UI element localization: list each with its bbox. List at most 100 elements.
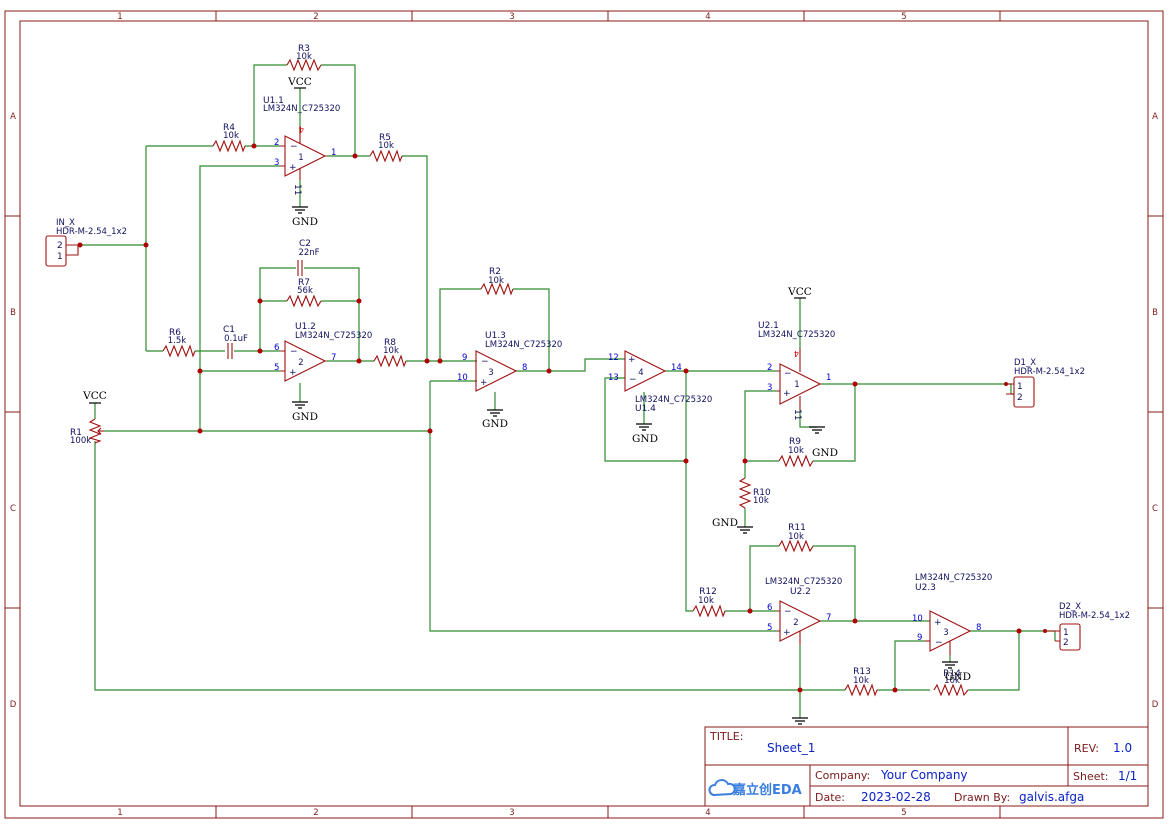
r8-ref: R8 <box>384 338 396 348</box>
gnd-r10: GND <box>712 517 753 534</box>
svg-text:−: − <box>290 347 298 357</box>
d2-x-connector[interactable]: D2_X HDR-M-2.54_1x2 1 2 <box>1045 602 1130 651</box>
u2-1-pin-inv: 2 <box>767 363 772 373</box>
u2-2-pin-non: 5 <box>767 623 772 633</box>
frame-col-4-top: 4 <box>705 12 710 22</box>
drawing-frame: 1 2 3 4 5 1 2 3 4 5 A B C D A B C D <box>4 10 1164 819</box>
frame-col-4-bottom: 4 <box>705 808 710 818</box>
c2-value: 22nF <box>298 248 319 258</box>
gnd-u1-4-label: GND <box>632 433 658 445</box>
resistor-r7[interactable]: R7 56k <box>286 278 322 308</box>
svg-text:+: + <box>628 355 636 365</box>
d1-x-pin2: 2 <box>1017 393 1023 403</box>
frame-row-a-right: A <box>1152 112 1158 122</box>
frame-col-2-top: 2 <box>313 12 318 22</box>
resistor-r14[interactable]: R14 10k <box>933 669 969 697</box>
u2-1-pin-vcc: 4 <box>794 349 799 358</box>
frame-row-a-left: A <box>10 112 16 122</box>
frame-col-5-top: 5 <box>901 12 906 22</box>
u1-3-ref: U1.3 <box>485 331 506 341</box>
opamp-u2-2[interactable]: − + 2 6 5 7 LM324N_C725320 U2.2 <box>765 577 842 645</box>
r10-value: 10k <box>753 496 769 506</box>
svg-text:−: − <box>481 357 489 367</box>
u1-2-unit: 2 <box>298 358 303 368</box>
in-x-connector[interactable]: IN_X HDR-M-2.54_1x2 2 1 <box>45 218 127 267</box>
r12-ref: R12 <box>699 587 717 597</box>
gnd-u1-3-label: GND <box>482 418 508 430</box>
opamp-u1-2[interactable]: − + 2 6 5 7 U1.2 LM324N_C725320 <box>274 322 372 382</box>
svg-text:+: + <box>934 618 942 628</box>
d1-x-connector[interactable]: D1_X HDR-M-2.54_1x2 1 2 <box>1006 358 1085 408</box>
potentiometer-r1[interactable]: R1 100k <box>70 418 104 446</box>
c1-ref: C1 <box>223 325 235 335</box>
r14-ref: R14 <box>943 669 961 679</box>
svg-text:+: + <box>783 389 791 399</box>
u2-2-value: LM324N_C725320 <box>765 577 842 587</box>
u2-2-ref: U2.2 <box>790 587 811 597</box>
resistor-r3[interactable]: R3 10k <box>286 44 322 72</box>
rev-value: 1.0 <box>1113 741 1132 755</box>
frame-col-1-bottom: 1 <box>117 808 122 818</box>
resistor-r11[interactable]: R11 10k <box>778 523 814 553</box>
resistor-r12[interactable]: R12 10k <box>692 587 726 618</box>
d2-x-ref: D2_X <box>1059 602 1081 612</box>
resistor-r10[interactable]: R10 10k <box>738 477 771 509</box>
r4-ref: R4 <box>223 123 235 133</box>
u1-4-pin-non: 12 <box>608 353 619 363</box>
u2-3-unit: 3 <box>943 628 948 638</box>
frame-col-1-top: 1 <box>117 12 122 22</box>
u1-4-pin-out: 14 <box>671 363 682 373</box>
resistor-r4[interactable]: R4 10k <box>212 123 246 153</box>
in-x-value: HDR-M-2.54_1x2 <box>56 227 127 237</box>
opamp-u2-1[interactable]: − + 1 2 3 1 4 11 U2.1 LM324N_C725320 <box>758 321 835 420</box>
resistor-r5[interactable]: R5 10k <box>369 133 403 163</box>
frame-row-b-right: B <box>1152 308 1158 318</box>
opamp-u1-4[interactable]: + − 4 12 13 14 LM324N_C725320 U1.4 <box>608 350 712 414</box>
rev-label: REV: <box>1074 742 1099 755</box>
gnd-u2-1-label: GND <box>812 447 838 459</box>
svg-text:−: − <box>629 375 637 385</box>
u2-3-pin-inv: 9 <box>917 633 922 643</box>
u2-2-unit: 2 <box>793 618 798 628</box>
u1-4-ref: U1.4 <box>635 404 656 414</box>
u1-4-pin-inv: 13 <box>608 373 619 383</box>
d1-x-value: HDR-M-2.54_1x2 <box>1014 367 1085 377</box>
u1-4-unit: 4 <box>638 368 643 378</box>
d2-x-value: HDR-M-2.54_1x2 <box>1059 611 1130 621</box>
r2-value: 10k <box>488 276 504 286</box>
r2-ref: R2 <box>489 267 501 277</box>
resistor-r13[interactable]: R13 10k <box>844 667 878 697</box>
u1-2-value: LM324N_C725320 <box>295 331 372 341</box>
r7-ref: R7 <box>298 278 310 288</box>
opamp-u2-3[interactable]: + − 3 10 9 8 LM324N_C725320 U2.3 <box>912 573 992 655</box>
date-value: 2023-02-28 <box>861 790 931 804</box>
resistor-r6[interactable]: R6 1.5k <box>162 328 196 358</box>
sheet-value: 1/1 <box>1118 769 1137 783</box>
d2-x-pin2: 2 <box>1063 638 1069 648</box>
capacitor-c1[interactable]: C1 0.1uF <box>223 325 248 359</box>
resistor-r2[interactable]: R2 10k <box>480 267 514 296</box>
u1-3-value: LM324N_C725320 <box>485 340 562 350</box>
capacitor-c2[interactable]: C2 22nF <box>297 239 320 276</box>
vcc-u1-1: VCC <box>287 76 312 89</box>
u1-1-unit: 1 <box>298 153 303 163</box>
u2-3-value: LM324N_C725320 <box>915 573 992 583</box>
company-logo: 嘉立创EDA <box>708 779 802 798</box>
u2-1-unit: 1 <box>794 380 799 390</box>
svg-text:+: + <box>783 628 791 638</box>
frame-col-5-bottom: 5 <box>901 808 906 818</box>
gnd-u1-1-label: GND <box>292 216 318 228</box>
gnd-u2-3: GND <box>942 661 971 683</box>
opamp-u1-3[interactable]: − + 3 9 10 8 U1.3 LM324N_C725320 <box>457 331 562 392</box>
svg-text:+: + <box>480 378 488 388</box>
resistor-r9[interactable]: R9 10k <box>778 437 814 468</box>
u1-3-pin-non: 10 <box>457 373 468 383</box>
sheet-label: Sheet: <box>1073 770 1109 783</box>
opamp-u1-1[interactable]: − + 1 2 3 1 4 11 U1.1 LM324N_C725320 <box>263 96 340 195</box>
resistor-r8[interactable]: R8 10k <box>373 338 407 368</box>
r1-value: 100k <box>70 436 91 446</box>
r5-value: 10k <box>378 141 394 151</box>
r13-ref: R13 <box>853 667 871 677</box>
vcc-u2-1: VCC <box>787 286 812 299</box>
frame-col-2-bottom: 2 <box>313 808 318 818</box>
